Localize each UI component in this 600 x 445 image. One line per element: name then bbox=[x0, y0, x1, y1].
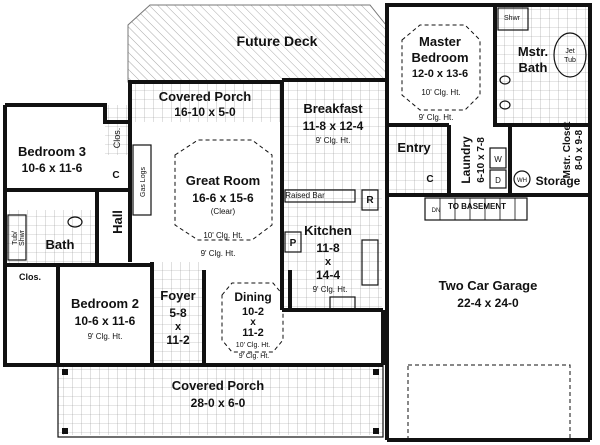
tub-label-1: Tub/ bbox=[12, 231, 19, 245]
dining-clg: 10' Clg. Ht. bbox=[236, 342, 270, 349]
kitchen-dim-2: 14-4 bbox=[316, 268, 340, 282]
fridge-label: R bbox=[366, 195, 374, 206]
hall-label: Hall bbox=[110, 210, 125, 234]
great-room-clg: 10' Clg. Ht. bbox=[203, 231, 242, 240]
washer-label: W bbox=[494, 155, 502, 164]
front-porch-dims: 28-0 x 6-0 bbox=[191, 396, 246, 410]
dining-clg2: 9' Clg. Ht. bbox=[239, 353, 270, 360]
bath-tub bbox=[7, 214, 27, 261]
rear-porch-dims: 16-10 x 5-0 bbox=[174, 105, 236, 119]
master-bedroom-label-1: Master bbox=[419, 34, 461, 49]
dining-label: Dining bbox=[234, 290, 271, 304]
bedroom2-label: Bedroom 2 bbox=[71, 296, 139, 311]
great-room-label: Great Room bbox=[186, 173, 260, 188]
stairs bbox=[424, 197, 528, 221]
bath-label: Bath bbox=[46, 237, 75, 252]
closet-label-bed2: Clos. bbox=[19, 272, 41, 282]
raised-bar-label: Raised Bar bbox=[285, 191, 325, 200]
dining-ceiling bbox=[221, 282, 284, 353]
jet-tub bbox=[553, 32, 587, 78]
garage-door-dashed bbox=[407, 364, 571, 441]
kitchen-tile bbox=[282, 185, 382, 310]
bedroom3-label: Bedroom 3 bbox=[18, 144, 86, 159]
master-shower bbox=[497, 7, 529, 31]
master-bedroom-dims: 12-0 x 13-6 bbox=[412, 68, 468, 80]
master-sink-2 bbox=[499, 100, 511, 110]
breakfast-dims: 11-8 x 12-4 bbox=[303, 119, 364, 133]
great-room-ceiling bbox=[174, 139, 273, 241]
great-room-dims: 16-6 x 15-6 bbox=[192, 191, 254, 205]
bath-tile bbox=[5, 210, 97, 265]
dining-x: x bbox=[250, 317, 256, 328]
washer bbox=[489, 147, 507, 169]
to-basement-label: TO BASEMENT bbox=[448, 202, 506, 211]
kitchen-counters bbox=[284, 189, 379, 311]
gas-logs-label: Gas Logs bbox=[140, 167, 147, 197]
garage-dims: 22-4 x 24-0 bbox=[457, 296, 519, 310]
bath-toilet bbox=[67, 216, 83, 228]
foyer-dim-1: 5-8 bbox=[169, 306, 187, 320]
closet-label-bed3: Clos. bbox=[112, 128, 122, 149]
foyer-dim-2: 11-2 bbox=[166, 333, 190, 347]
dryer-label: D bbox=[495, 176, 501, 185]
porch-tile bbox=[130, 82, 282, 122]
kitchen-x: x bbox=[325, 256, 332, 268]
master-ceiling bbox=[401, 24, 481, 111]
master-bedroom-clg: 10' Clg. Ht. bbox=[421, 88, 460, 97]
entry-closet-c: C bbox=[426, 174, 433, 185]
bedroom3-dims: 10-6 x 11-6 bbox=[22, 161, 83, 175]
shower-label: Shwr bbox=[504, 15, 521, 22]
breakfast-tile bbox=[282, 80, 387, 185]
master-bath-label-1: Mstr. bbox=[518, 44, 548, 59]
fireplace bbox=[132, 144, 152, 216]
master-closet-dims: 8-0 x 9-8 bbox=[574, 130, 585, 170]
foyer-label: Foyer bbox=[160, 288, 195, 303]
jet-tub-label-2: Tub bbox=[564, 57, 576, 64]
rear-porch-label: Covered Porch bbox=[159, 89, 252, 104]
garage-label: Two Car Garage bbox=[439, 278, 538, 293]
bedroom2-dims: 10-6 x 11-6 bbox=[75, 314, 136, 328]
dryer bbox=[489, 169, 507, 189]
kitchen-dim-1: 11-8 bbox=[316, 241, 340, 255]
master-sink-1 bbox=[499, 75, 511, 85]
laundry-dims: 6-10 x 7-8 bbox=[476, 137, 487, 183]
entry-label: Entry bbox=[397, 140, 431, 155]
master-bath-tile bbox=[495, 5, 590, 125]
front-porch bbox=[57, 364, 384, 438]
pantry-label: P bbox=[290, 238, 297, 249]
great-room-note: (Clear) bbox=[211, 207, 236, 216]
front-porch-label: Covered Porch bbox=[172, 378, 265, 393]
future-deck-label: Future Deck bbox=[237, 33, 318, 49]
breakfast-label: Breakfast bbox=[303, 101, 363, 116]
down-label: DN bbox=[432, 208, 441, 214]
kitchen-label: Kitchen bbox=[304, 223, 352, 238]
tub-label-2: Shwr bbox=[19, 229, 26, 246]
breakfast-clg: 9' Clg. Ht. bbox=[316, 136, 351, 145]
bedroom2-clg: 9' Clg. Ht. bbox=[88, 332, 123, 341]
dining-dim-2: 11-2 bbox=[242, 327, 263, 339]
kitchen-clg: 9' Clg. Ht. bbox=[313, 285, 348, 294]
jet-tub-label-1: Jet bbox=[565, 48, 574, 55]
laundry-label: Laundry bbox=[459, 136, 473, 184]
master-hall-clg: 9' Clg. Ht. bbox=[419, 113, 454, 122]
storage-label: Storage bbox=[536, 174, 581, 188]
foyer-tile bbox=[152, 262, 204, 365]
front-porch-tile bbox=[58, 365, 383, 435]
closet-tile bbox=[105, 105, 130, 155]
foyer-x: x bbox=[175, 321, 182, 333]
great-room-clg2: 9' Clg. Ht. bbox=[201, 249, 236, 258]
dining-dim-1: 10-2 bbox=[242, 306, 264, 318]
master-closet-label: Mstr. Closet bbox=[562, 121, 573, 178]
entry-tile bbox=[387, 125, 449, 195]
closet-c-hall: C bbox=[112, 170, 119, 181]
water-heater bbox=[513, 170, 531, 188]
master-bath-label-2: Bath bbox=[519, 60, 548, 75]
water-heater-label: WH bbox=[517, 178, 527, 184]
master-bedroom-label-2: Bedroom bbox=[411, 50, 468, 65]
